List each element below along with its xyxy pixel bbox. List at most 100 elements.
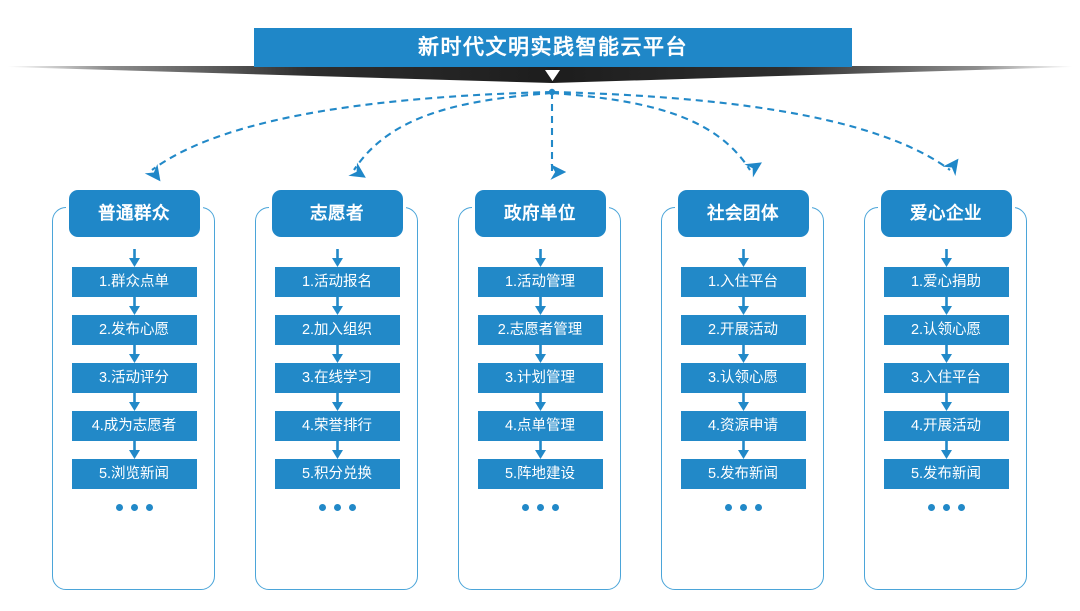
role-column-0: 普通群众 1.群众点单 2.发布心愿 [51, 190, 217, 600]
arrow-down-icon [940, 393, 952, 411]
role-column-4: 爱心企业 1.爱心捐助 2.认领心愿 [863, 190, 1029, 600]
step-box[interactable]: 5.阵地建设 [477, 459, 603, 489]
step-label: 2.加入组织 [301, 321, 373, 338]
column-header-4[interactable]: 爱心企业 [880, 190, 1012, 237]
step-box[interactable]: 2.加入组织 [274, 315, 400, 345]
arrow-down-icon [534, 297, 546, 315]
arrow-down-icon [534, 393, 546, 411]
step-box[interactable]: 4.点单管理 [477, 411, 603, 441]
step-box[interactable]: 5.积分兑换 [274, 459, 400, 489]
arrow-down-icon [534, 441, 546, 459]
more-items-ellipsis [521, 504, 559, 511]
column-header-label: 社会团体 [707, 202, 779, 223]
step-label: 1.爱心捐助 [910, 273, 982, 290]
arrow-down-icon [940, 441, 952, 459]
arrow-down-icon [940, 249, 952, 267]
ellipsis-dot [115, 504, 123, 511]
step-box[interactable]: 5.浏览新闻 [71, 459, 197, 489]
ellipsis-dot [957, 504, 965, 511]
step-box[interactable]: 4.资源申请 [680, 411, 806, 441]
ellipsis-dot [348, 504, 356, 511]
step-box[interactable]: 3.入住平台 [883, 363, 1009, 393]
step-box[interactable]: 2.志愿者管理 [477, 315, 603, 345]
role-column-3: 社会团体 1.入住平台 2.开展活动 [660, 190, 826, 600]
step-label: 4.开展活动 [910, 417, 982, 434]
arrow-down-icon [128, 249, 140, 267]
step-box[interactable]: 1.活动报名 [274, 267, 400, 297]
step-label: 3.认领心愿 [707, 369, 779, 386]
more-items-ellipsis [115, 504, 153, 511]
column-steps: 1.爱心捐助 2.认领心愿 3.入住平台 [864, 249, 1029, 511]
platform-title-banner: 新时代文明实践智能云平台 [254, 28, 852, 67]
step-label: 5.发布新闻 [910, 465, 982, 482]
ellipsis-dot [927, 504, 935, 511]
column-header-3[interactable]: 社会团体 [677, 190, 809, 237]
step-box[interactable]: 2.发布心愿 [71, 315, 197, 345]
step-box[interactable]: 2.开展活动 [680, 315, 806, 345]
step-box[interactable]: 4.荣誉排行 [274, 411, 400, 441]
step-box[interactable]: 1.活动管理 [477, 267, 603, 297]
ellipsis-dot [724, 504, 732, 511]
step-label: 4.荣誉排行 [301, 417, 373, 434]
role-column-2: 政府单位 1.活动管理 2.志愿者管理 [457, 190, 623, 600]
step-label: 4.资源申请 [707, 417, 779, 434]
column-header-1[interactable]: 志愿者 [271, 190, 403, 237]
step-label: 1.活动报名 [301, 273, 373, 290]
step-box[interactable]: 3.活动评分 [71, 363, 197, 393]
arrow-down-icon [331, 441, 343, 459]
step-label: 3.计划管理 [504, 369, 576, 386]
arrow-down-icon [331, 249, 343, 267]
step-box[interactable]: 4.成为志愿者 [71, 411, 197, 441]
step-box[interactable]: 5.发布新闻 [680, 459, 806, 489]
arrow-down-icon [331, 297, 343, 315]
column-steps: 1.活动管理 2.志愿者管理 3.计划管理 [458, 249, 623, 511]
arrow-down-icon [737, 441, 749, 459]
step-box[interactable]: 1.入住平台 [680, 267, 806, 297]
arrow-down-icon [737, 297, 749, 315]
ellipsis-dot [145, 504, 153, 511]
column-header-label: 普通群众 [98, 202, 170, 223]
column-header-label: 政府单位 [504, 202, 576, 223]
step-label: 1.入住平台 [707, 273, 779, 290]
step-box[interactable]: 3.计划管理 [477, 363, 603, 393]
step-box[interactable]: 1.群众点单 [71, 267, 197, 297]
step-label: 3.在线学习 [301, 369, 373, 386]
arrow-down-icon [128, 393, 140, 411]
step-box[interactable]: 3.在线学习 [274, 363, 400, 393]
arrow-down-icon [331, 393, 343, 411]
step-box[interactable]: 2.认领心愿 [883, 315, 1009, 345]
step-label: 2.志愿者管理 [497, 321, 583, 338]
column-steps: 1.入住平台 2.开展活动 3.认领心愿 [661, 249, 826, 511]
role-columns: 普通群众 1.群众点单 2.发布心愿 [0, 190, 1080, 600]
column-header-0[interactable]: 普通群众 [68, 190, 200, 237]
title-ribbon-shadow [8, 66, 1072, 83]
step-label: 4.成为志愿者 [91, 417, 177, 434]
ellipsis-dot [536, 504, 544, 511]
step-label: 1.活动管理 [504, 273, 576, 290]
step-label: 2.发布心愿 [98, 321, 170, 338]
arrow-down-icon [737, 345, 749, 363]
column-header-2[interactable]: 政府单位 [474, 190, 606, 237]
ellipsis-dot [318, 504, 326, 511]
arrow-down-icon [128, 297, 140, 315]
step-box[interactable]: 4.开展活动 [883, 411, 1009, 441]
step-label: 5.发布新闻 [707, 465, 779, 482]
step-label: 5.积分兑换 [301, 465, 373, 482]
arrow-down-icon [534, 249, 546, 267]
arrow-down-icon [534, 345, 546, 363]
ellipsis-dot [130, 504, 138, 511]
more-items-ellipsis [318, 504, 356, 511]
arrow-down-icon [128, 441, 140, 459]
ellipsis-dot [521, 504, 529, 511]
more-items-ellipsis [927, 504, 965, 511]
step-label: 2.开展活动 [707, 321, 779, 338]
step-label: 5.浏览新闻 [98, 465, 170, 482]
column-steps: 1.活动报名 2.加入组织 3.在线学习 [255, 249, 420, 511]
arrow-down-icon [737, 249, 749, 267]
step-label: 2.认领心愿 [910, 321, 982, 338]
step-box[interactable]: 5.发布新闻 [883, 459, 1009, 489]
step-box[interactable]: 1.爱心捐助 [883, 267, 1009, 297]
step-box[interactable]: 3.认领心愿 [680, 363, 806, 393]
page-title: 新时代文明实践智能云平台 [418, 36, 688, 59]
